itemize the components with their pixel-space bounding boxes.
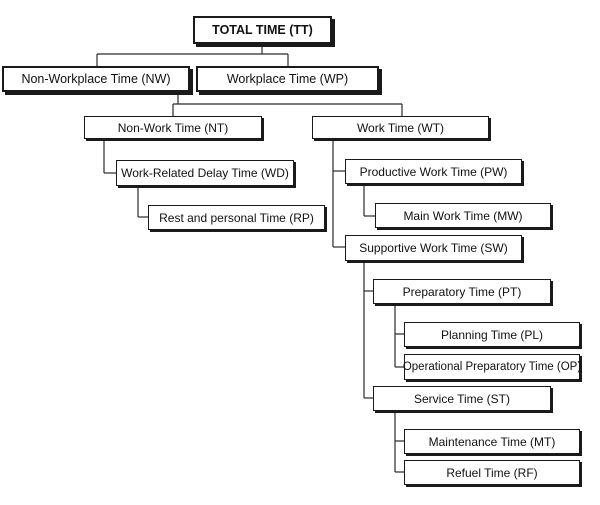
node-refuel-time: Refuel Time (RF): [404, 460, 580, 485]
node-service-time: Service Time (ST): [373, 386, 551, 411]
node-main-work-time: Main Work Time (MW): [375, 203, 551, 228]
node-maintenance-time: Maintenance Time (MT): [404, 429, 580, 454]
node-productive-work-time: Productive Work Time (PW): [345, 159, 522, 184]
node-non-workplace-time: Non-Workplace Time (NW): [2, 66, 190, 92]
node-planning-time: Planning Time (PL): [404, 322, 580, 347]
node-total-time: TOTAL TIME (TT): [193, 16, 332, 44]
node-work-time: Work Time (WT): [312, 116, 489, 139]
node-work-related-delay-time: Work-Related Delay Time (WD): [116, 160, 294, 186]
node-preparatory-time: Preparatory Time (PT): [373, 279, 551, 304]
node-workplace-time: Workplace Time (WP): [196, 66, 379, 92]
node-non-work-time: Non-Work Time (NT): [84, 116, 262, 139]
node-supportive-work-time: Supportive Work Time (SW): [345, 235, 522, 261]
node-rest-and-personal-time: Rest and personal Time (RP): [148, 205, 325, 230]
node-operational-preparatory-time: Operational Preparatory Time (OP): [403, 354, 581, 380]
